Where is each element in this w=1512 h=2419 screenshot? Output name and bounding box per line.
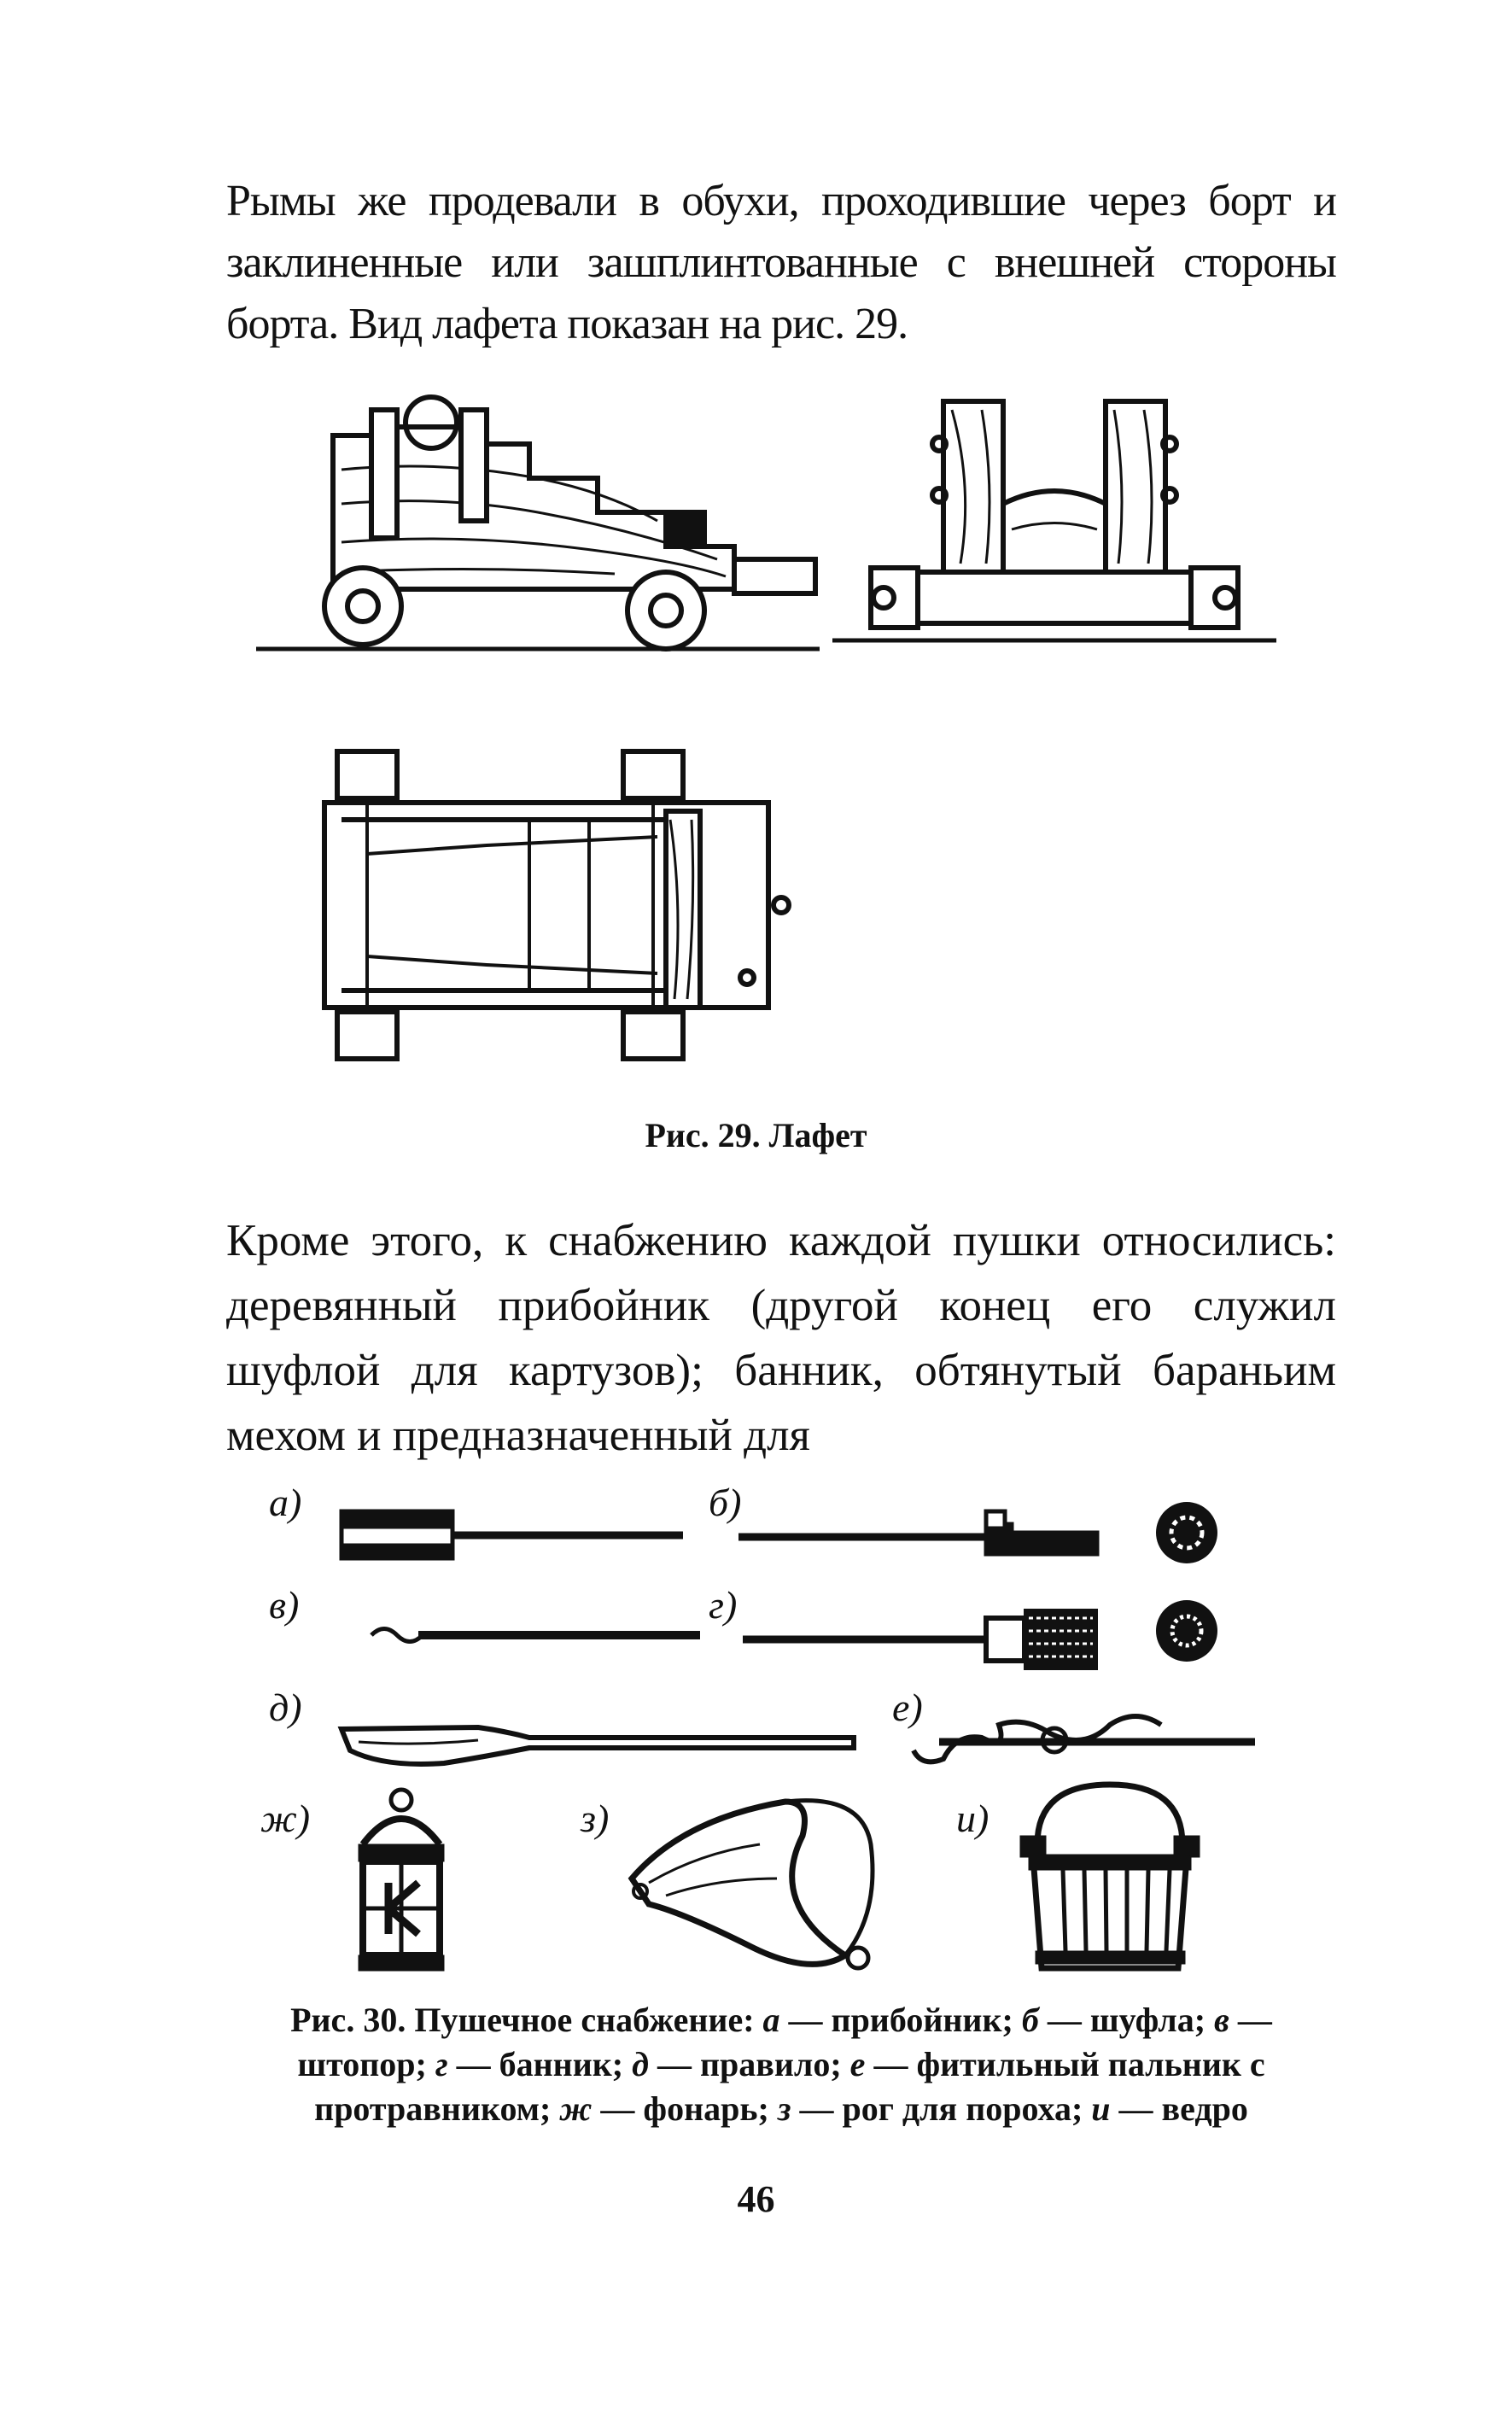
caption-item-v: — штопор; bbox=[297, 2001, 1272, 2083]
caption-letter-g: г bbox=[435, 2045, 448, 2083]
caption-item-e: — фитильный пальник с протравником; bbox=[314, 2045, 1265, 2128]
sponge-illustration bbox=[743, 1609, 1098, 1670]
sponge-end-view-icon bbox=[1156, 1600, 1217, 1662]
label-z: з) bbox=[581, 1797, 610, 1840]
carriage-front-view-illustration bbox=[832, 399, 1276, 643]
caption-item-z: — рог для пороха; bbox=[791, 2089, 1092, 2128]
bucket-illustration bbox=[1019, 1781, 1200, 1972]
handspike-illustration bbox=[337, 1724, 856, 1767]
ladle-illustration bbox=[738, 1509, 1100, 1557]
caption-letter-d: д bbox=[632, 2045, 649, 2083]
carriage-side-view-illustration bbox=[256, 394, 820, 651]
caption-letter-v: в bbox=[1214, 2001, 1229, 2039]
label-zh: ж) bbox=[260, 1797, 311, 1840]
carriage-top-view-illustration bbox=[322, 749, 791, 1061]
caption-item-a: — прибойник; bbox=[779, 2001, 1022, 2039]
ladle-end-view-icon bbox=[1156, 1502, 1217, 1563]
caption-letter-e: е bbox=[849, 2045, 866, 2083]
caption-letter-b: б bbox=[1021, 2001, 1039, 2039]
caption-letter-z: з bbox=[777, 2089, 791, 2128]
powder-horn-illustration bbox=[628, 1798, 875, 1971]
caption-item-b: — шуфла; bbox=[1038, 2001, 1215, 2039]
figure-29-caption: Рис. 29. Лафет bbox=[645, 1116, 867, 1154]
figure-30-caption-prefix: Рис. 30. Пушечное снабжение: bbox=[290, 2001, 763, 2039]
linstock-illustration bbox=[911, 1714, 1255, 1765]
label-i: и) bbox=[956, 1797, 990, 1840]
label-g: г) bbox=[709, 1583, 738, 1627]
rammer-illustration bbox=[339, 1509, 683, 1561]
lantern-illustration bbox=[358, 1787, 445, 1972]
caption-item-i: — ведро bbox=[1110, 2089, 1248, 2128]
caption-item-d: — правило; bbox=[648, 2045, 850, 2083]
body-paragraph-2: Кроме этого, к снабжению каждой пушки от… bbox=[226, 1216, 1336, 1460]
caption-letter-i: и bbox=[1091, 2089, 1111, 2128]
label-d: д) bbox=[269, 1686, 302, 1729]
worm-illustration bbox=[370, 1627, 700, 1644]
page-number: 46 bbox=[737, 2178, 775, 2220]
figure-30-caption: Рис. 30. Пушечное снабжение: а — прибойн… bbox=[239, 1998, 1323, 2131]
caption-item-g: — банник; bbox=[447, 2045, 633, 2083]
caption-letter-zh: ж bbox=[559, 2089, 593, 2128]
label-b: б) bbox=[709, 1481, 742, 1524]
caption-item-zh: — фонарь; bbox=[592, 2089, 778, 2128]
label-a: а) bbox=[269, 1481, 302, 1524]
caption-letter-a: а bbox=[762, 2001, 780, 2039]
body-paragraph-1: Рымы же продевали в обухи, проходившие ч… bbox=[226, 177, 1337, 348]
label-e: е) bbox=[892, 1686, 923, 1729]
label-v: в) bbox=[269, 1583, 300, 1627]
